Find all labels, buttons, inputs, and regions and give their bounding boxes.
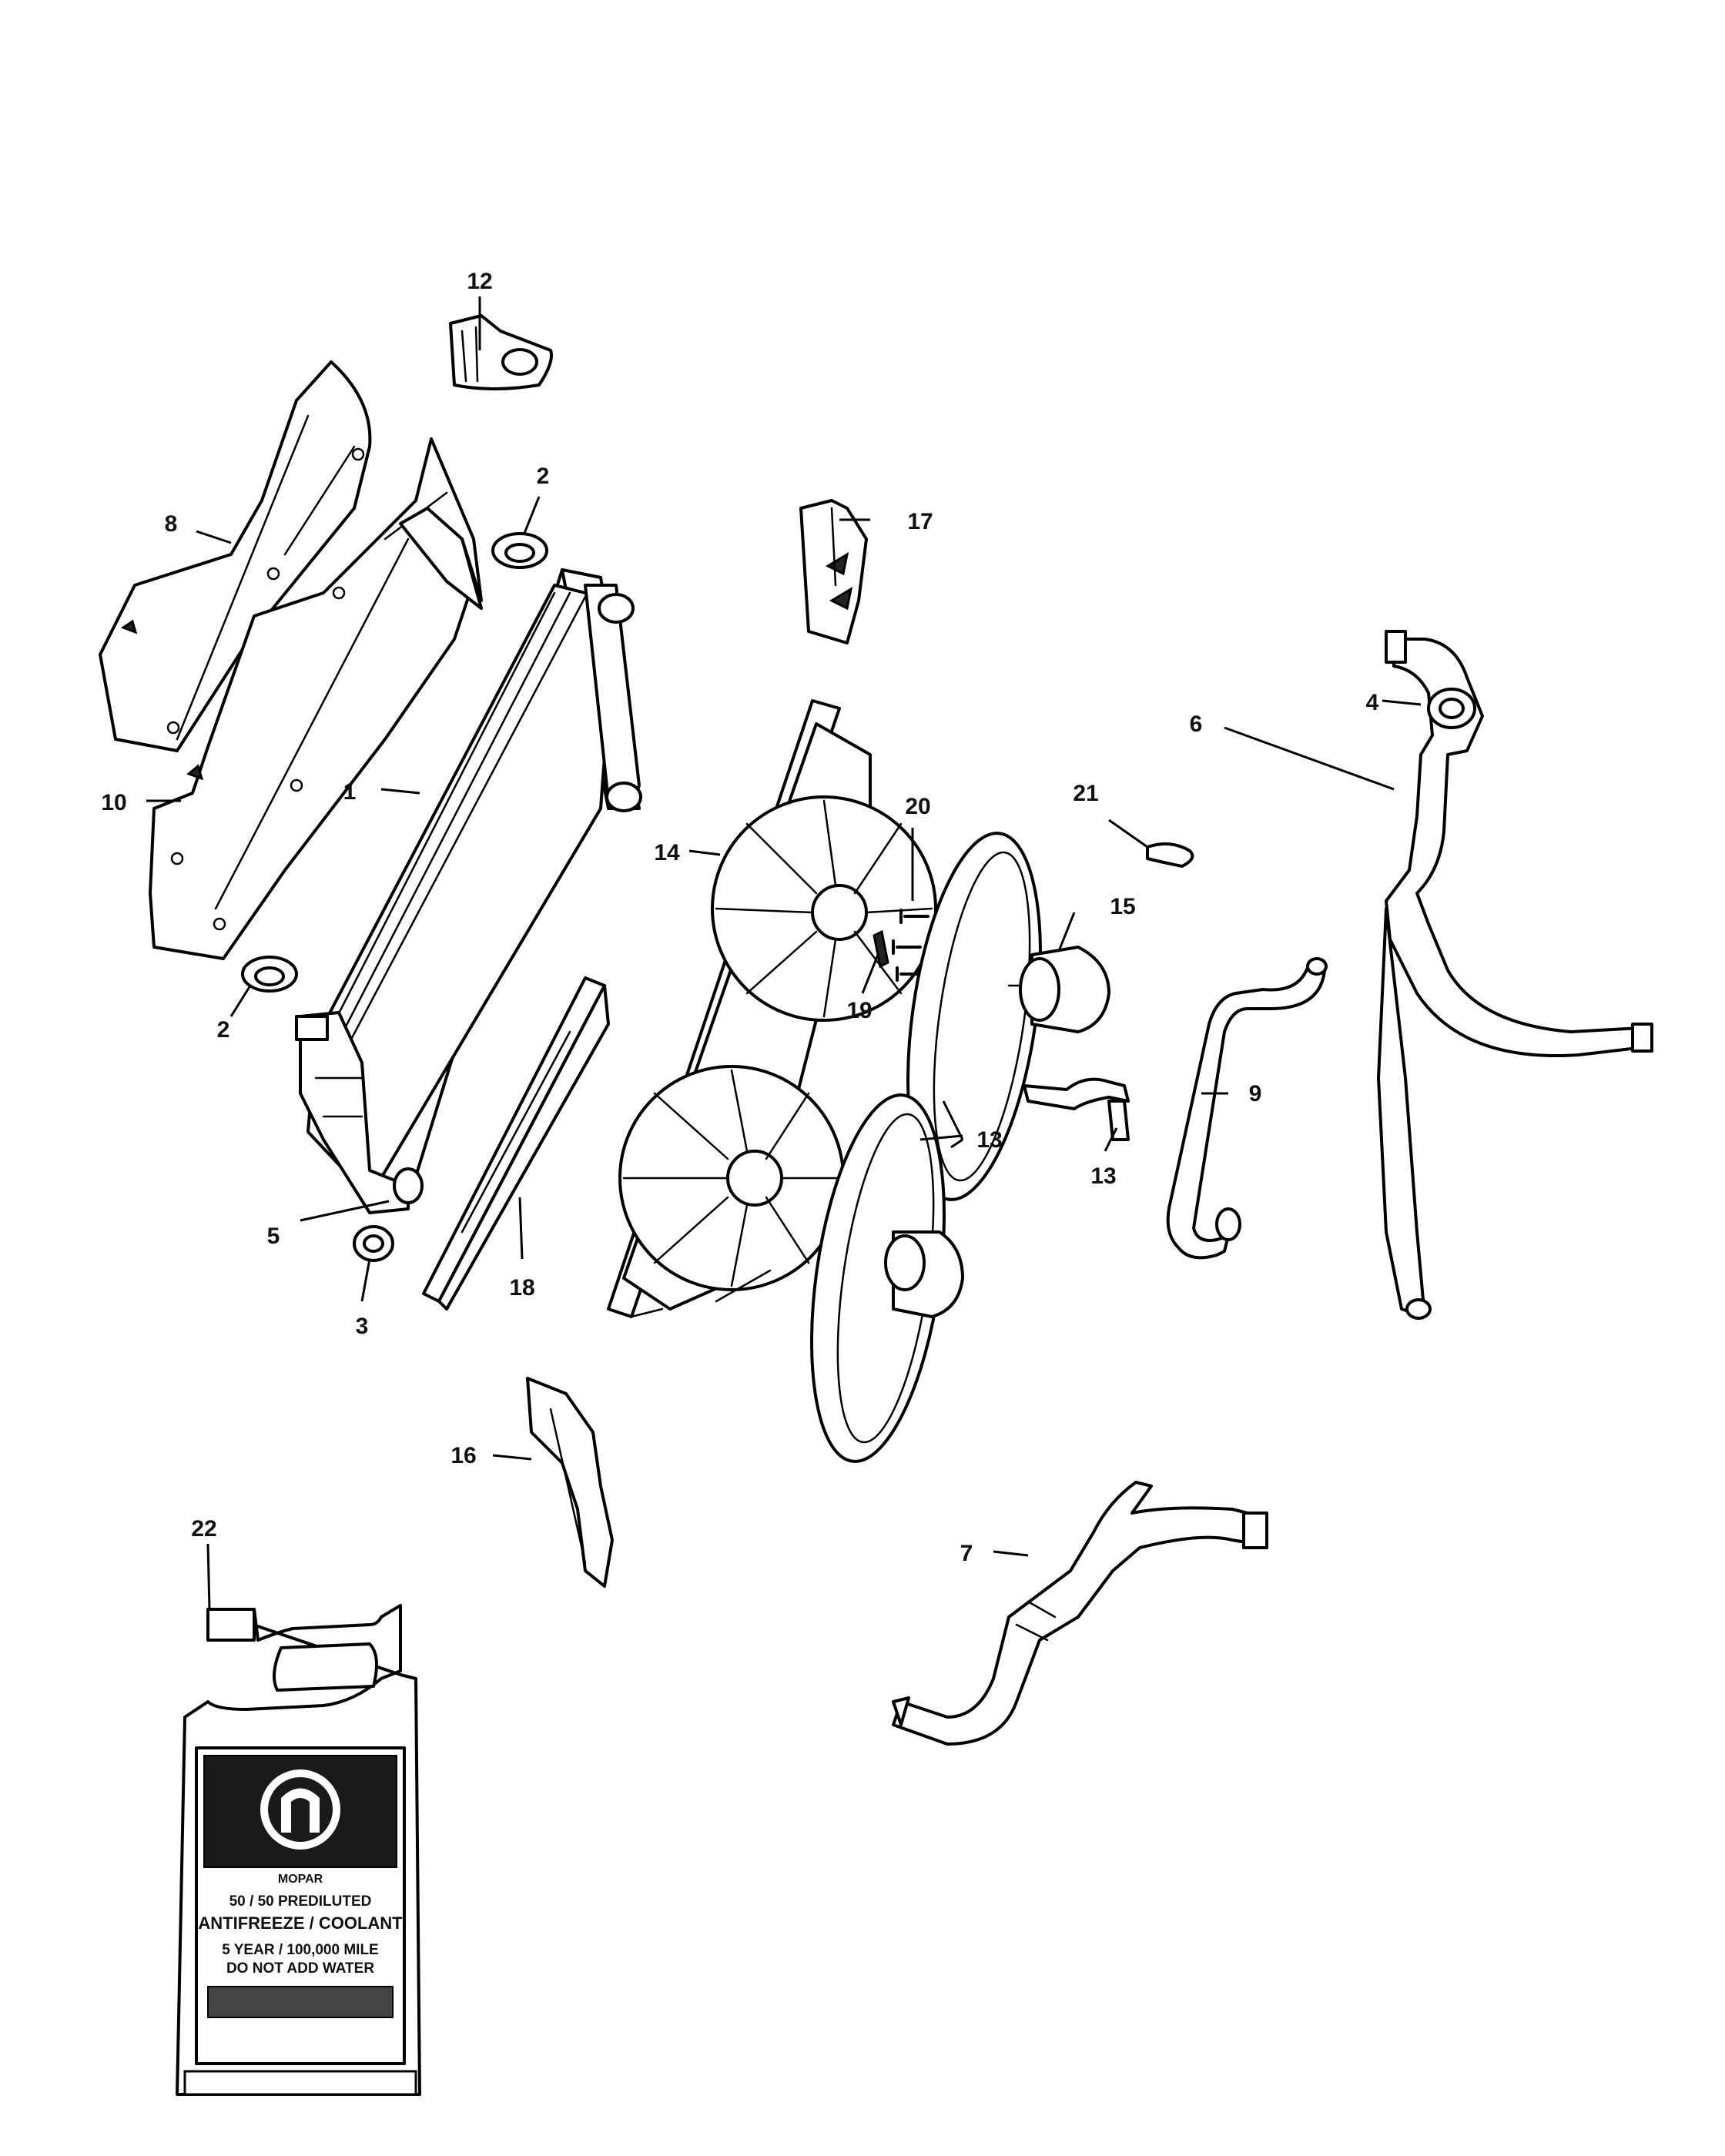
callout-8: 9	[1249, 1081, 1262, 1106]
part-11-bracket	[449, 314, 553, 390]
part-6-upper-hose	[1377, 630, 1653, 1320]
part-12-hose	[1023, 1077, 1130, 1141]
part-3-drain-cock	[353, 1225, 394, 1262]
leader-lines	[146, 296, 1422, 1610]
callout-16: 16	[451, 1443, 476, 1468]
callout-19: 19	[846, 998, 872, 1023]
callout-12: 13	[1090, 1163, 1116, 1189]
callout-10: 10	[101, 790, 126, 815]
callout-18: 18	[509, 1275, 534, 1301]
jug-brand: MOPAR	[278, 1873, 323, 1886]
jug-line1: 50 / 50 PREDILUTED	[229, 1893, 372, 1910]
part-13-fan-ring-lower	[810, 1093, 964, 1463]
part-20-bolts	[892, 909, 929, 982]
jug-line3: 5 YEAR / 100,000 MILE	[222, 1942, 378, 1958]
callout-17: 17	[907, 509, 933, 534]
callout-1: 1	[343, 779, 357, 805]
callout-14: 14	[654, 840, 680, 865]
callout-4: 4	[1366, 690, 1379, 715]
part-7-lower-hose	[892, 1481, 1268, 1746]
callout-5: 5	[267, 1224, 280, 1249]
callout-21: 21	[1073, 781, 1098, 806]
part-2-isolator-upper	[491, 532, 548, 569]
callout-15: 15	[1110, 894, 1135, 919]
callout-labels: 12 8 2 17 10 1 2 6 4 21 14 20 15 19 9 13…	[101, 269, 1378, 1566]
part-13-fan-ring-upper	[906, 832, 1042, 1201]
part-8-hose	[1166, 957, 1328, 1260]
part-17-bracket	[799, 499, 868, 644]
callout-3: 3	[356, 1314, 369, 1339]
callout-9: 8	[165, 511, 178, 537]
part-14-fan-shroud	[607, 699, 937, 1318]
callout-2-lower: 2	[217, 1017, 230, 1043]
callout-22: 22	[191, 1516, 216, 1542]
callout-2-upper: 2	[537, 464, 550, 489]
callout-13: 13	[976, 1127, 1002, 1153]
callout-6: 6	[1190, 711, 1203, 737]
part-15-fan-motor	[1007, 946, 1110, 1033]
jug-line2: ANTIFREEZE / COOLANT	[198, 1913, 403, 1933]
part-21-hose-clamp	[1146, 842, 1194, 868]
part-9-air-deflector	[99, 360, 372, 752]
part-10-air-deflector	[149, 437, 483, 960]
callout-20: 20	[905, 794, 930, 819]
jug-line4: DO NOT ADD WATER	[226, 1960, 374, 1977]
part-1-radiator	[295, 568, 642, 1214]
part-2-isolator-lower	[241, 956, 298, 993]
part-16-bracket	[526, 1377, 614, 1588]
callout-11: 12	[467, 269, 492, 294]
callout-7: 7	[960, 1541, 973, 1566]
part-18-seal	[422, 976, 610, 1311]
part-22-coolant-jug: MOPAR 50 / 50 PREDILUTED ANTIFREEZE / CO…	[176, 1604, 421, 2096]
